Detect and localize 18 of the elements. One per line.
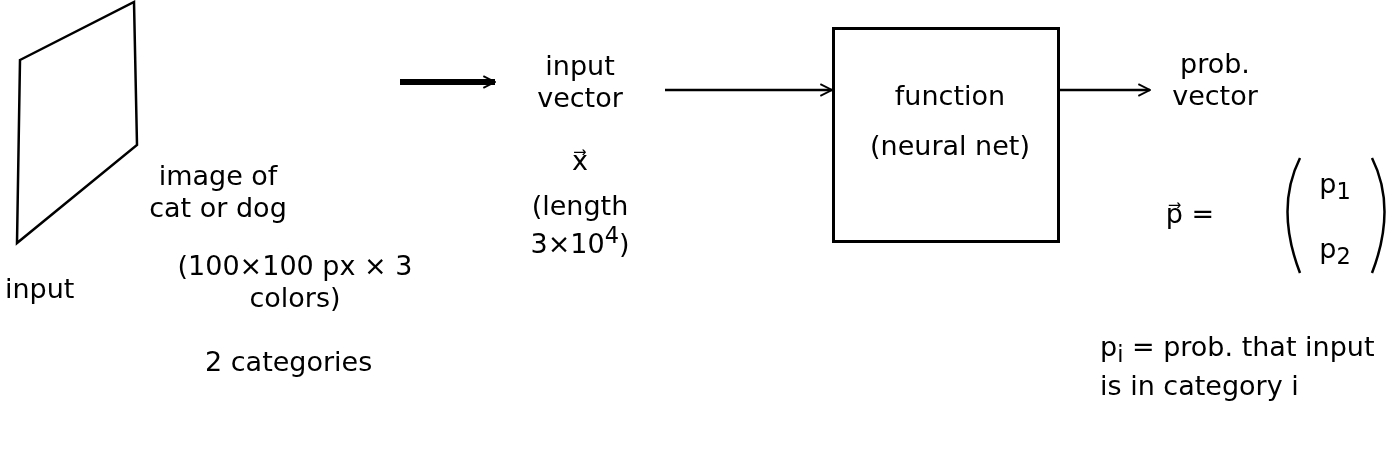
note-text: input xyxy=(5,272,76,306)
node-text: function xyxy=(893,80,1007,113)
caption-text: (100×100 px × 3 colors) xyxy=(176,250,414,315)
arrow xyxy=(1060,83,1151,97)
node-text: p$_{1}$ xyxy=(1318,168,1352,206)
node-text: p⃗ = xyxy=(1164,198,1216,231)
arrow xyxy=(665,83,833,97)
note-text: p$_{i}$ = prob. that input is in category i xyxy=(1100,330,1376,403)
node-text: p$_{2}$ xyxy=(1318,233,1352,271)
node-text: x⃗ xyxy=(571,145,589,178)
node-text: (neural net) xyxy=(869,130,1031,163)
process-box xyxy=(832,27,1060,243)
arrow xyxy=(400,75,496,89)
node-text: prob. vector xyxy=(1171,48,1259,113)
note-text: 2 categories xyxy=(205,345,374,379)
node-text: (length 3×10$^{4}$) xyxy=(529,190,631,261)
caption-text: image of cat or dog xyxy=(148,160,288,225)
node-text: input vector xyxy=(536,50,624,115)
